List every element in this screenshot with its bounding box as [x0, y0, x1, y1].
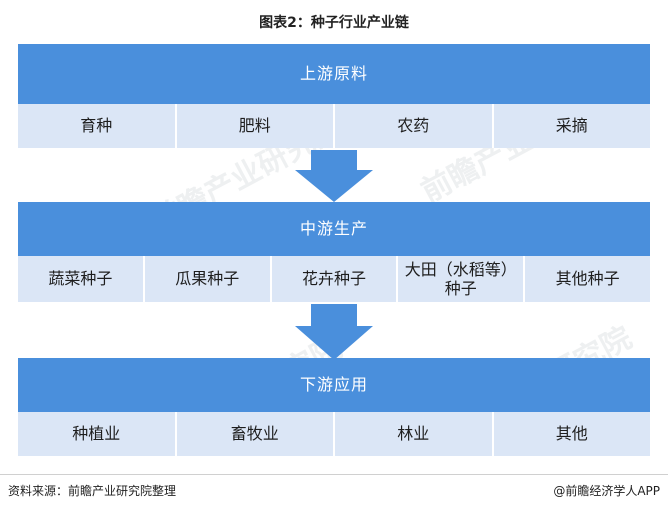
downstream-item: 畜牧业: [174, 412, 334, 456]
downstream-item: 种植业: [72, 424, 121, 444]
upstream-items-row: 育种 肥料 农药 采摘: [18, 104, 650, 148]
midstream-label: 中游生产: [299, 219, 368, 238]
upstream-item: 农药: [333, 104, 492, 148]
footer-divider: [0, 474, 668, 475]
upstream-item: 肥料: [174, 104, 334, 148]
down-arrow-icon: [295, 304, 373, 360]
chart-title: 图表2：种子行业产业链: [259, 15, 409, 31]
midstream-item: 大田（水稻等） 种子: [396, 256, 523, 302]
midstream-band: 中游生产: [18, 202, 650, 256]
upstream-item: 育种: [80, 116, 113, 136]
midstream-item: 花卉种子: [269, 256, 397, 302]
downstream-item: 其他: [491, 412, 651, 456]
brand-note: @前瞻经济学人APP: [553, 484, 660, 498]
upstream-label: 上游原料: [299, 64, 368, 83]
upstream-item: 采摘: [491, 104, 651, 148]
downstream-items-row: 种植业 畜牧业 林业 其他: [18, 412, 650, 456]
downstream-label: 下游应用: [299, 375, 368, 394]
down-arrow-icon: [295, 150, 373, 202]
source-note: 资料来源：前瞻产业研究院整理: [8, 484, 177, 498]
downstream-band: 下游应用: [18, 358, 650, 412]
midstream-item: 其他种子: [523, 256, 650, 302]
downstream-item: 林业: [333, 412, 492, 456]
midstream-items-row: 蔬菜种子 瓜果种子 花卉种子 大田（水稻等） 种子 其他种子: [18, 256, 650, 302]
midstream-item: 蔬菜种子: [48, 269, 113, 289]
upstream-band: 上游原料: [18, 44, 650, 104]
midstream-item: 瓜果种子: [142, 256, 270, 302]
